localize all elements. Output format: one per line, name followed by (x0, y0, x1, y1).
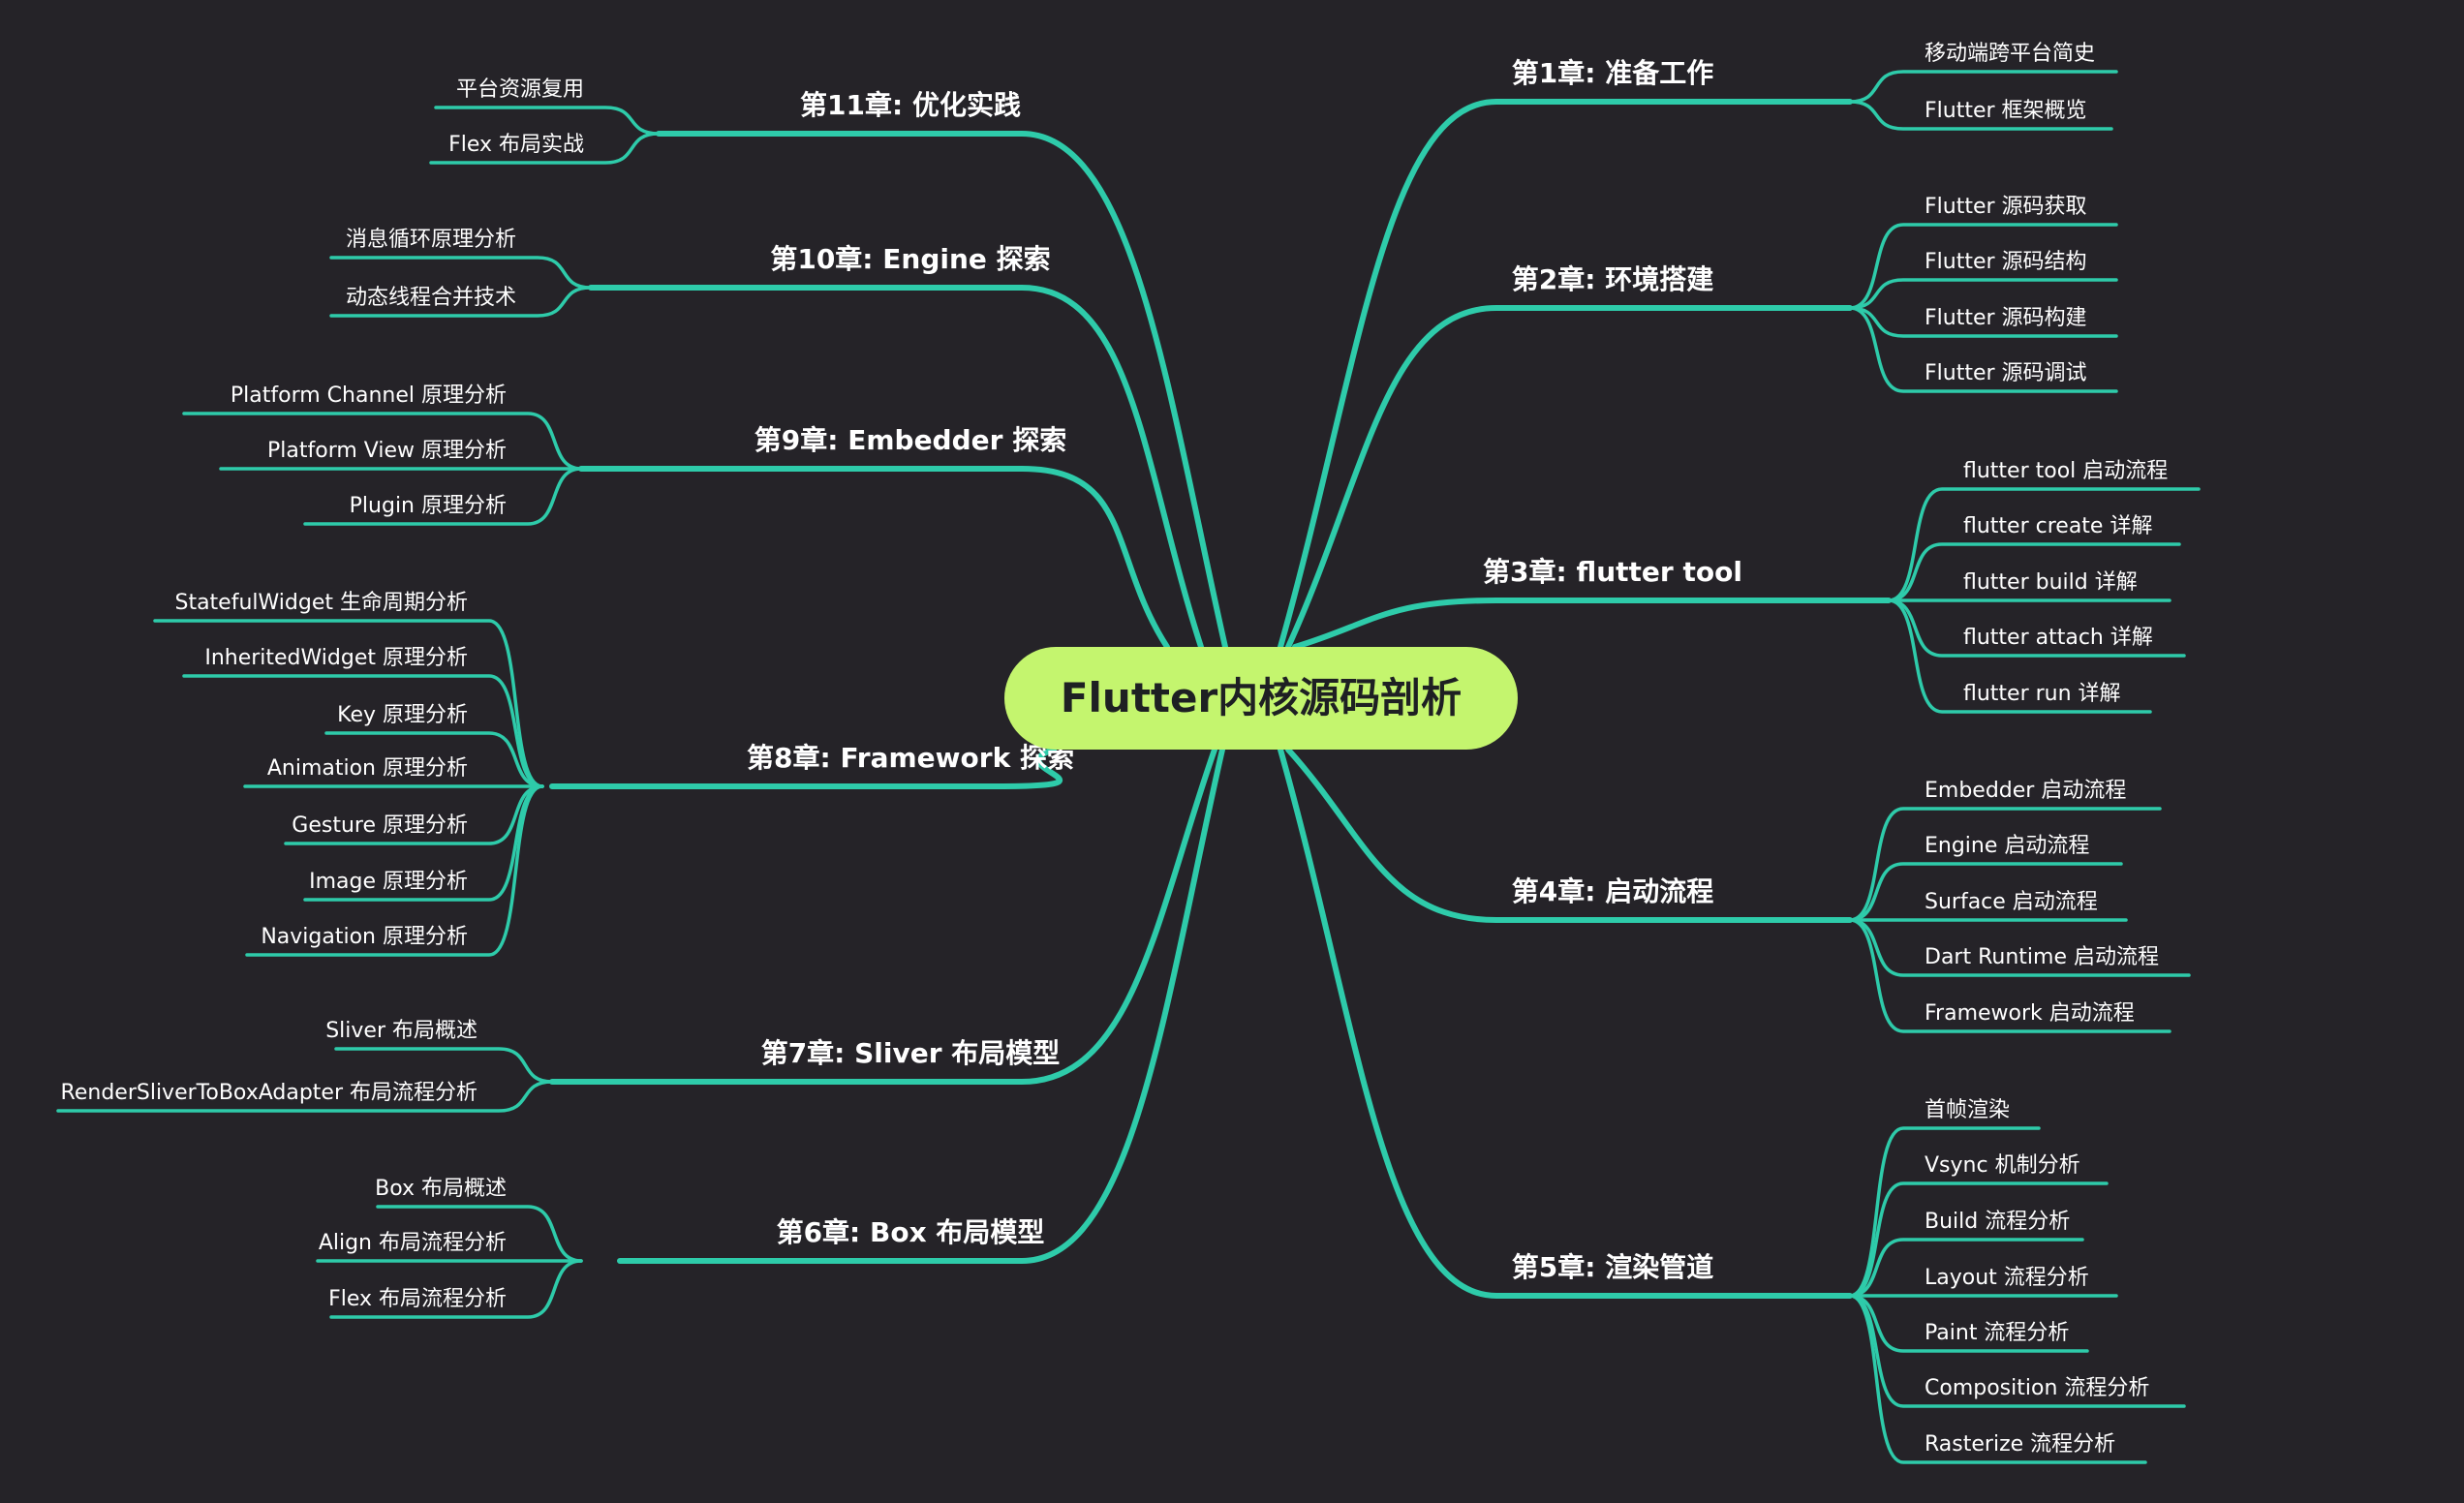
chapter-4-label[interactable]: 第4章: 启动流程 (1512, 875, 1713, 907)
chapter-3-label[interactable]: 第3章: flutter tool (1483, 556, 1742, 588)
chapter-4-item-3[interactable]: Surface 启动流程 (1925, 890, 2098, 914)
chapter-8-label[interactable]: 第8章: Framework 探索 (747, 742, 1074, 774)
chapter-7-item-1[interactable]: Sliver 布局概述 (325, 1019, 477, 1043)
chapter-9-item-2[interactable]: Platform View 原理分析 (267, 439, 507, 463)
chapter-1-item-2-edge (1848, 100, 2113, 131)
chapter-11-item-1[interactable]: 平台资源复用 (456, 77, 584, 102)
chapter-6-item-2[interactable]: Align 布局流程分析 (319, 1231, 507, 1255)
chapter-1-label[interactable]: 第1章: 准备工作 (1512, 57, 1713, 89)
chapter-4-item-1-edge (1848, 807, 2162, 922)
chapter-4-item-2-edge (1848, 862, 2123, 922)
root-node[interactable]: Flutter内核源码剖析 (1004, 647, 1518, 750)
chapter-2-item-1-edge (1848, 223, 2118, 310)
chapter-8-branch (549, 747, 1063, 789)
chapter-5-label[interactable]: 第5章: 渲染管道 (1512, 1251, 1713, 1283)
chapter-10-item-2-edge (329, 286, 593, 318)
chapter-4-item-2[interactable]: Engine 启动流程 (1925, 834, 2089, 858)
chapter-1-item-1-edge (1848, 70, 2118, 104)
chapter-2-item-4[interactable]: Flutter 源码调试 (1925, 361, 2087, 385)
chapter-2-item-4-edge (1848, 306, 2118, 393)
chapter-8-item-2-edge (182, 674, 544, 788)
chapter-3-item-3[interactable]: flutter build 详解 (1963, 570, 2138, 595)
chapter-2-label[interactable]: 第2章: 环境搭建 (1512, 263, 1713, 295)
chapter-3-item-5-edge (1887, 598, 2152, 714)
chapter-5-item-7[interactable]: Rasterize 流程分析 (1925, 1432, 2115, 1457)
chapter-3-item-4[interactable]: flutter attach 详解 (1963, 626, 2153, 650)
chapter-10-item-2[interactable]: 动态线程合并技术 (346, 286, 516, 310)
chapter-2-item-1[interactable]: Flutter 源码获取 (1925, 195, 2087, 219)
chapter-8-item-7-edge (245, 784, 544, 957)
chapter-6-branch (617, 747, 1225, 1264)
chapter-4-item-5[interactable]: Framework 启动流程 (1925, 1001, 2135, 1026)
chapter-5-branch (1278, 747, 1853, 1299)
chapter-4-branch (1285, 747, 1853, 923)
chapter-9-item-1-edge (182, 412, 583, 471)
chapter-11-item-2-edge (429, 132, 661, 165)
chapter-3-item-5[interactable]: flutter run 详解 (1963, 682, 2121, 706)
chapter-11-label[interactable]: 第11章: 优化实践 (800, 89, 1021, 121)
chapter-1-branch (1278, 99, 1853, 650)
chapter-6-item-1[interactable]: Box 布局概述 (375, 1177, 507, 1201)
chapter-2-item-3[interactable]: Flutter 源码构建 (1925, 306, 2087, 330)
chapter-7-item-2-edge (56, 1080, 554, 1113)
chapter-10-branch (588, 285, 1204, 650)
root-label: Flutter内核源码剖析 (1061, 674, 1462, 721)
chapter-3-branch (1292, 598, 1892, 650)
chapter-5-item-3[interactable]: Build 流程分析 (1925, 1210, 2070, 1234)
chapter-7-item-2[interactable]: RenderSliverToBoxAdapter 布局流程分析 (61, 1081, 477, 1105)
chapter-2-branch (1285, 305, 1853, 650)
chapter-5-item-7-edge (1848, 1294, 2147, 1464)
chapter-5-item-2-edge (1848, 1181, 2109, 1298)
chapter-1-item-1[interactable]: 移动端跨平台简史 (1925, 42, 2095, 66)
chapter-9-label[interactable]: 第9章: Embedder 探索 (755, 424, 1066, 456)
chapter-7-branch (549, 747, 1217, 1085)
chapter-3-item-2[interactable]: flutter create 详解 (1963, 514, 2152, 538)
chapter-6-item-1-edge (376, 1205, 583, 1263)
chapter-9-branch (578, 466, 1170, 650)
chapter-2-item-2[interactable]: Flutter 源码结构 (1925, 250, 2087, 274)
chapter-8-item-1-edge (153, 619, 544, 788)
chapter-5-item-1[interactable]: 首帧渲染 (1925, 1098, 2010, 1122)
chapter-3-item-2-edge (1887, 542, 2181, 602)
chapter-2-item-2-edge (1848, 278, 2118, 310)
chapter-11-item-1-edge (434, 106, 661, 136)
chapter-11-item-2[interactable]: Flex 布局实战 (448, 133, 584, 157)
chapter-10-label[interactable]: 第10章: Engine 探索 (770, 243, 1050, 275)
chapter-5-item-3-edge (1848, 1238, 2084, 1298)
chapter-1-item-2[interactable]: Flutter 框架概览 (1925, 99, 2087, 123)
chapter-3-item-1[interactable]: flutter tool 启动流程 (1963, 459, 2168, 483)
chapter-4-item-5-edge (1848, 918, 2171, 1033)
chapter-5-item-2[interactable]: Vsync 机制分析 (1925, 1153, 2080, 1178)
chapter-6-label[interactable]: 第6章: Box 布局模型 (777, 1216, 1045, 1248)
chapter-8-item-7[interactable]: Navigation 原理分析 (261, 925, 468, 949)
chapter-8-item-2[interactable]: InheritedWidget 原理分析 (204, 646, 468, 670)
chapter-4-item-4[interactable]: Dart Runtime 启动流程 (1925, 945, 2159, 969)
chapter-8-item-5[interactable]: Gesture 原理分析 (292, 813, 468, 838)
chapter-8-item-6[interactable]: Image 原理分析 (309, 870, 468, 894)
root-node-bubble (1004, 647, 1518, 750)
chapter-8-item-1[interactable]: StatefulWidget 生命周期分析 (174, 591, 468, 615)
chapter-10-item-1-edge (329, 256, 593, 290)
chapter-10-item-1[interactable]: 消息循环原理分析 (346, 228, 516, 252)
chapter-6-item-3-edge (329, 1259, 583, 1319)
chapter-11-branch (656, 131, 1228, 650)
chapter-5-item-1-edge (1848, 1126, 2041, 1298)
chapter-9-item-3[interactable]: Plugin 原理分析 (350, 494, 507, 518)
chapter-5-item-4[interactable]: Layout 流程分析 (1925, 1266, 2089, 1290)
chapter-6-item-3[interactable]: Flex 布局流程分析 (328, 1287, 507, 1311)
chapter-3-item-1-edge (1887, 487, 2201, 602)
chapter-8-item-3[interactable]: Key 原理分析 (337, 703, 468, 727)
chapter-4-item-1[interactable]: Embedder 启动流程 (1925, 779, 2126, 803)
chapter-7-item-1-edge (334, 1047, 554, 1084)
chapter-9-item-1[interactable]: Platform Channel 原理分析 (231, 383, 507, 408)
chapter-5-item-6[interactable]: Composition 流程分析 (1925, 1376, 2149, 1400)
chapter-9-item-3-edge (303, 467, 583, 526)
chapter-8-item-4[interactable]: Animation 原理分析 (267, 756, 468, 781)
chapter-7-label[interactable]: 第7章: Sliver 布局模型 (761, 1037, 1061, 1069)
chapter-8-item-3-edge (324, 731, 544, 788)
mind-map-edges (56, 70, 2201, 1464)
chapter-5-item-5[interactable]: Paint 流程分析 (1925, 1321, 2069, 1345)
